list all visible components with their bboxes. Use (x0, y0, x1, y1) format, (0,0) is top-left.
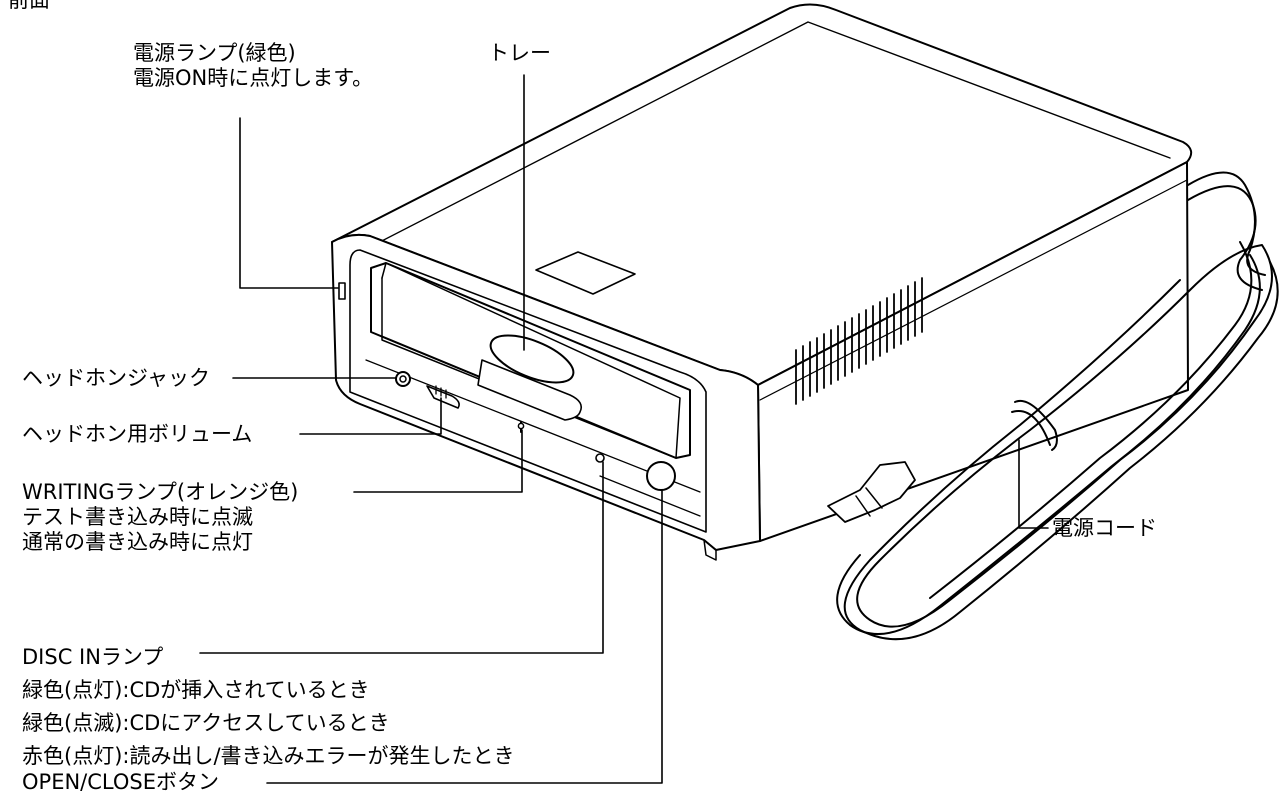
power-lamp-shape (338, 282, 346, 300)
tray-label: トレー (488, 41, 551, 65)
open-close-button-shape (646, 461, 676, 491)
headphone-volume-label: ヘッドホン用ボリューム (22, 422, 253, 446)
headphone-jack-shape (395, 371, 411, 387)
headphone-jack-label: ヘッドホンジャック (22, 366, 210, 390)
power-lamp-title: 電源ランプ(緑色) (133, 41, 296, 65)
power-cord-shape (827, 171, 1279, 641)
volume-wheel-shape (426, 385, 460, 409)
front-bezel (349, 249, 707, 533)
leader-power-cord (1018, 439, 1049, 529)
writing-lamp-title: WRITINGランプ(オレンジ色) (22, 480, 299, 504)
leader-disc-in-lamp (199, 461, 604, 654)
tray-lip (477, 359, 583, 421)
disc-in-lamp-desc3: 赤色(点灯):読み出し/書き込みエラーが発生したとき (22, 744, 515, 768)
writing-lamp-desc2: 通常の書き込み時に点灯 (22, 530, 253, 554)
drive-body (331, 3, 1193, 561)
side-vents (795, 277, 923, 405)
power-lamp-desc: 電源ON時に点灯します。 (133, 66, 374, 90)
disc-in-lamp-desc2: 緑色(点滅):CDにアクセスしているとき (22, 711, 390, 735)
writing-lamp-label: WRITINGランプ(オレンジ色) テスト書き込み時に点滅 通常の書き込み時に点… (22, 480, 298, 555)
section-title: 前面 (8, 0, 50, 12)
leader-headphone-volume (299, 397, 442, 435)
open-close-button-label: OPEN/CLOSEボタン (22, 770, 219, 794)
leader-power-lamp (239, 117, 339, 289)
drive-top-inner-edge (371, 21, 1171, 247)
disc-in-lamp-desc1: 緑色(点灯):CDが挿入されているとき (22, 678, 370, 702)
power-lamp-label: 電源ランプ(緑色) 電源ON時に点灯します。 (133, 41, 373, 91)
leader-open-close (266, 489, 663, 784)
tray-face (381, 262, 681, 459)
power-cord-label: 電源コード (1052, 516, 1157, 540)
disc-in-lamp-title: DISC INランプ (22, 645, 164, 669)
disc-in-lamp-shape (595, 453, 605, 463)
leader-writing-lamp (353, 429, 523, 493)
writing-lamp-desc1: テスト書き込み時に点滅 (22, 505, 253, 529)
leader-lines (199, 74, 1049, 784)
disc-in-lamp-label: DISC INランプ 緑色(点灯):CDが挿入されているとき 緑色(点滅):CD… (22, 641, 515, 773)
tray-oval (489, 334, 575, 384)
plug-shape (827, 461, 916, 523)
top-label-plate (535, 251, 636, 295)
